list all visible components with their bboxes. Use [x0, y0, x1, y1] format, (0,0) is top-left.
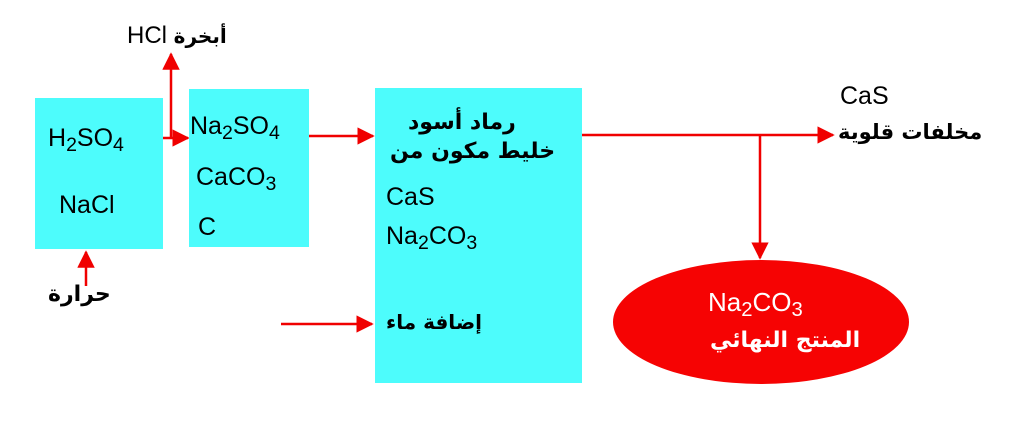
cas-byproduct-formula: CaS: [840, 82, 889, 110]
hcl-vapour-label: HCl أبخرة: [127, 24, 227, 48]
mixture-heading: خليط مكون من: [390, 139, 556, 164]
na2co3-formula-box: Na2CO3: [386, 222, 478, 254]
add-water-label: إضافة ماء: [386, 310, 482, 334]
final-product-ellipse: [613, 260, 909, 384]
na2so4-formula: Na2SO4: [190, 112, 280, 144]
na2co3-product-formula: Na2CO3: [708, 287, 803, 322]
final-product-label: المنتج النهائي: [710, 328, 861, 353]
vapours-arabic: أبخرة: [173, 24, 227, 48]
reactants-box: [35, 98, 163, 249]
alkali-waste-label: مخلفات قلوية: [838, 120, 983, 144]
heat-label: حرارة: [48, 282, 111, 307]
intermediate-box: [189, 89, 309, 247]
hcl-formula: HCl: [127, 22, 167, 49]
nacl-formula: NaCl: [59, 191, 115, 219]
black-ash-heading: رماد أسود: [408, 110, 516, 135]
carbon-formula: C: [198, 213, 217, 241]
black-ash-box: [375, 88, 582, 383]
caco3-formula: CaCO3: [196, 163, 277, 195]
cas-formula-box: CaS: [386, 183, 435, 211]
h2so4-formula: H2SO4: [48, 124, 124, 156]
